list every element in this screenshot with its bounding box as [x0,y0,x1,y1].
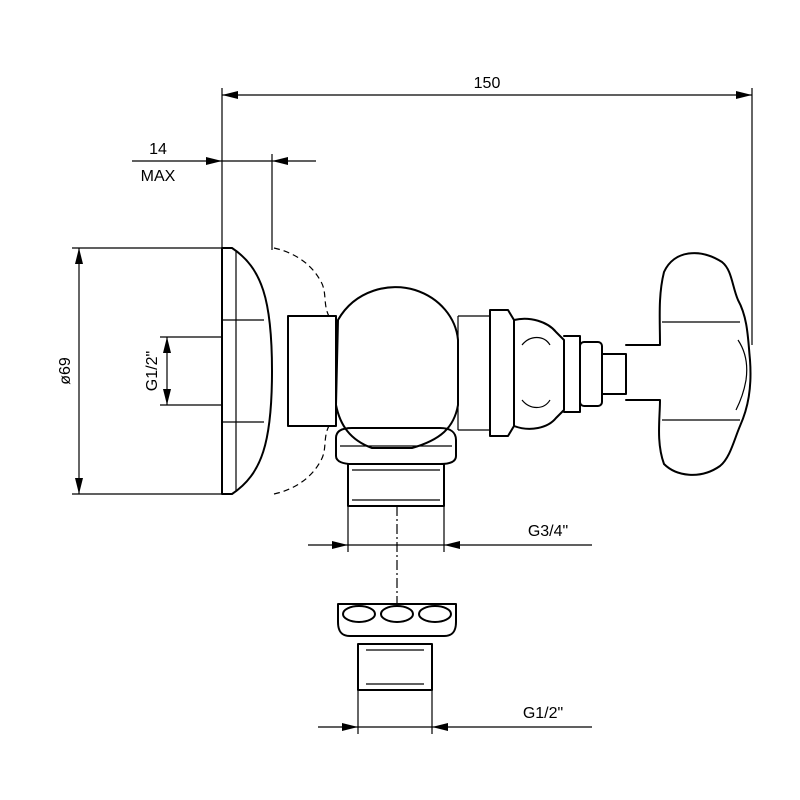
diameter-label: ø69 [57,357,74,385]
dimension-flange-depth: 14 MAX [132,141,316,250]
flange-depth-qualifier: MAX [141,168,176,185]
dimension-inlet-thread: G1/2" [144,336,222,406]
flange-depth-value: 14 [149,141,167,158]
spindle-housing [489,309,627,437]
valve-neck [287,315,337,427]
valve-ball-body [335,286,490,449]
wall-flange [221,247,273,495]
flange-alternate-outline [273,247,331,495]
dimension-diameter: ø69 [57,247,232,495]
dimension-overall-length: 150 [221,75,753,345]
overall-length-label: 150 [474,75,501,92]
outlet-thread-label: G3/4" [528,523,568,540]
adapter-fitting [337,603,457,691]
dimension-outlet-thread: G3/4" [308,506,592,552]
handle-knob [625,252,752,476]
inlet-thread-label: G1/2" [144,351,161,391]
outlet-connector [335,427,457,507]
adapter-thread-label: G1/2" [523,705,563,722]
dimension-adapter-thread: G1/2" [318,690,592,734]
